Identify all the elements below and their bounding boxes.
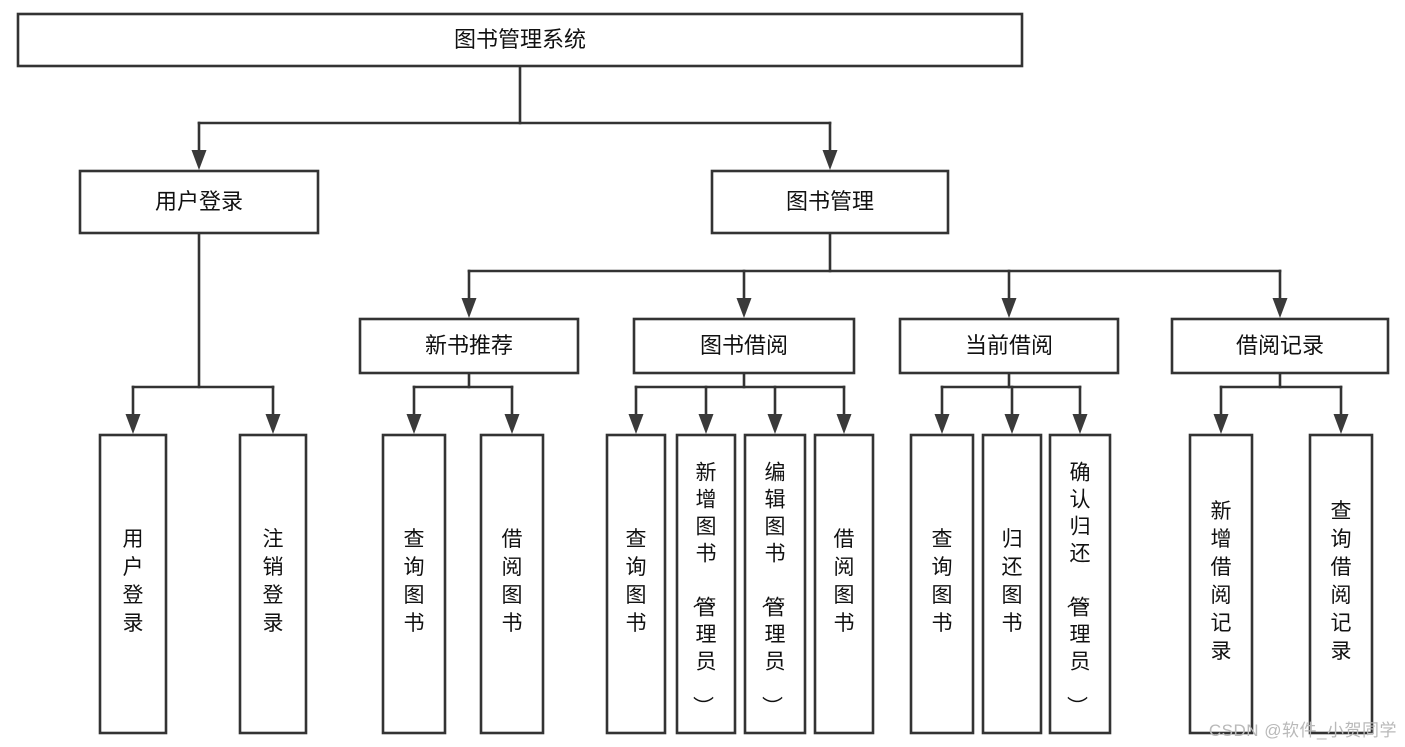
arrow-head-icon <box>1272 298 1288 318</box>
node-label: 图书管理 <box>786 189 874 214</box>
node-leaf-bb-borrow[interactable]: 借阅图书 <box>813 433 875 735</box>
node-label: 图书借阅 <box>700 333 788 358</box>
node-layer: 图书管理系统用户登录图书管理新书推荐图书借阅当前借阅借阅记录用户登录注销登录查询… <box>16 12 1390 735</box>
node-leaf-br-add[interactable]: 新增借阅记录 <box>1188 433 1254 735</box>
node-label: 借阅图书 <box>834 528 855 635</box>
node-book-borrow[interactable]: 图书借阅 <box>632 317 856 375</box>
arrow-head-icon <box>191 150 207 170</box>
connector-group <box>934 371 1088 434</box>
arrow-head-icon <box>265 414 281 434</box>
node-label: 查询图书 <box>404 528 425 635</box>
node-leaf-nbr-query[interactable]: 查询图书 <box>381 433 447 735</box>
arrow-head-icon <box>836 414 852 434</box>
arrow-head-icon <box>1004 414 1020 434</box>
node-box[interactable] <box>78 169 320 235</box>
node-box[interactable] <box>675 433 737 735</box>
node-new-book-rec[interactable]: 新书推荐 <box>358 317 580 375</box>
node-leaf-bb-add[interactable]: 新增图书（管理员） <box>675 433 737 735</box>
arrow-head-icon <box>934 414 950 434</box>
node-leaf-nbr-borrow[interactable]: 借阅图书 <box>479 433 545 735</box>
node-box[interactable] <box>1048 433 1112 735</box>
node-label: 借阅记录 <box>1236 333 1324 358</box>
connector-group <box>406 371 520 434</box>
node-box[interactable] <box>381 433 447 735</box>
node-label: 归还图书 <box>1002 528 1023 635</box>
connector-group <box>628 371 852 434</box>
node-label: 借阅图书 <box>502 528 523 635</box>
node-box[interactable] <box>358 317 580 375</box>
node-box[interactable] <box>710 169 950 235</box>
arrow-head-icon <box>767 414 783 434</box>
watermark-text: CSDN @软件_小贺同学 <box>1208 721 1397 740</box>
node-label: 图书管理系统 <box>454 27 586 52</box>
node-leaf-cb-query[interactable]: 查询图书 <box>909 433 975 735</box>
node-box[interactable] <box>981 433 1043 735</box>
arrow-head-icon <box>125 414 141 434</box>
node-leaf-cb-confirm[interactable]: 确认归还（管理员） <box>1048 433 1112 735</box>
node-box[interactable] <box>16 12 1024 68</box>
node-box[interactable] <box>98 433 168 735</box>
node-box[interactable] <box>632 317 856 375</box>
arrow-head-icon <box>1213 414 1229 434</box>
connector-group <box>1213 371 1349 434</box>
node-current-borrow[interactable]: 当前借阅 <box>898 317 1120 375</box>
node-box[interactable] <box>1308 433 1374 735</box>
arrow-head-icon <box>504 414 520 434</box>
node-root[interactable]: 图书管理系统 <box>16 12 1024 68</box>
node-leaf-bb-query[interactable]: 查询图书 <box>605 433 667 735</box>
node-label: 用户登录 <box>155 189 243 214</box>
node-label: 查询借阅记录 <box>1331 500 1352 663</box>
node-borrow-record[interactable]: 借阅记录 <box>1170 317 1390 375</box>
arrow-head-icon <box>1072 414 1088 434</box>
node-label: 查询图书 <box>932 528 953 635</box>
node-label: 查询图书 <box>626 528 647 635</box>
node-box[interactable] <box>813 433 875 735</box>
node-user-login[interactable]: 用户登录 <box>78 169 320 235</box>
node-book-manage[interactable]: 图书管理 <box>710 169 950 235</box>
arrow-head-icon <box>736 298 752 318</box>
connector-layer <box>125 64 1349 434</box>
node-label: 确认归还（管理员） <box>1065 462 1091 717</box>
node-box[interactable] <box>898 317 1120 375</box>
arrow-head-icon <box>822 150 838 170</box>
node-leaf-cb-return[interactable]: 归还图书 <box>981 433 1043 735</box>
node-box[interactable] <box>479 433 545 735</box>
node-label: 新增借阅记录 <box>1211 500 1232 663</box>
node-label: 新书推荐 <box>425 333 513 358</box>
node-leaf-br-query[interactable]: 查询借阅记录 <box>1308 433 1374 735</box>
connector-group <box>461 231 1288 318</box>
arrow-head-icon <box>1333 414 1349 434</box>
arrow-head-icon <box>1001 298 1017 318</box>
node-label: 新增图书（管理员） <box>691 462 717 717</box>
arrow-head-icon <box>406 414 422 434</box>
node-box[interactable] <box>605 433 667 735</box>
arrow-head-icon <box>698 414 714 434</box>
node-box[interactable] <box>1188 433 1254 735</box>
node-leaf-user-login[interactable]: 用户登录 <box>98 433 168 735</box>
node-leaf-bb-edit[interactable]: 编辑图书（管理员） <box>743 433 807 735</box>
node-box[interactable] <box>743 433 807 735</box>
node-box[interactable] <box>1170 317 1390 375</box>
node-box[interactable] <box>909 433 975 735</box>
connector-group <box>191 64 838 170</box>
node-leaf-user-logout[interactable]: 注销登录 <box>238 433 308 735</box>
node-label: 当前借阅 <box>965 333 1053 358</box>
connector-group <box>125 231 281 434</box>
arrow-head-icon <box>461 298 477 318</box>
node-label: 注销登录 <box>263 528 284 635</box>
node-box[interactable] <box>238 433 308 735</box>
arrow-head-icon <box>628 414 644 434</box>
node-label: 编辑图书（管理员） <box>760 462 786 717</box>
node-label: 用户登录 <box>123 528 144 635</box>
